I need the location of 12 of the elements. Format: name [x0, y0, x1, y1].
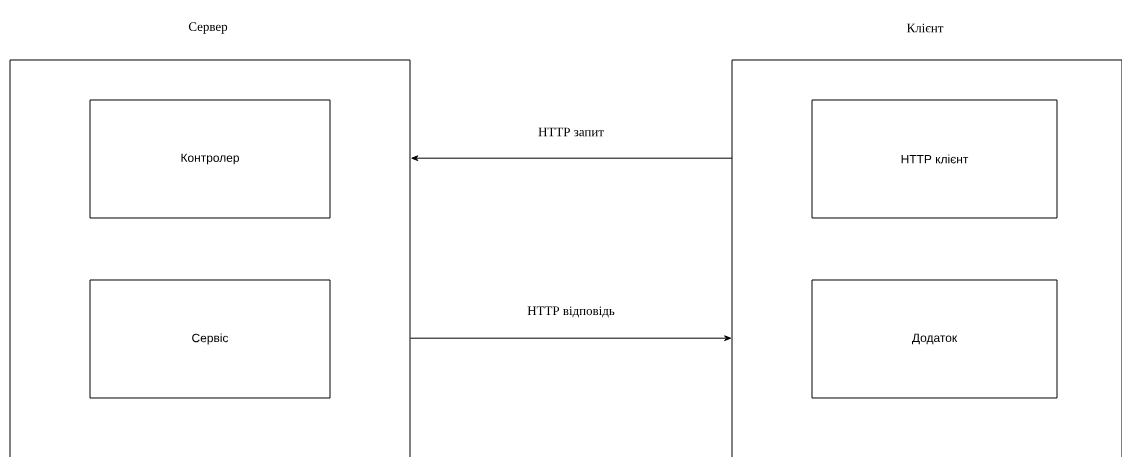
arrow: [411, 155, 733, 162]
container-heading: Сервер: [188, 22, 228, 34]
component-box: Контролер: [89, 99, 331, 219]
edge-label: HTTP відповідь: [527, 306, 615, 318]
component-box: Сервіс: [89, 279, 331, 399]
arrow: [409, 335, 732, 342]
container-heading: Клієнт: [906, 23, 944, 33]
component-box: Додаток: [811, 279, 1058, 399]
container-box: [9, 59, 411, 457]
component-box: HTTP клієнт: [811, 99, 1058, 219]
edge-label: HTTP запит: [538, 127, 604, 137]
container-box: [731, 59, 1122, 457]
